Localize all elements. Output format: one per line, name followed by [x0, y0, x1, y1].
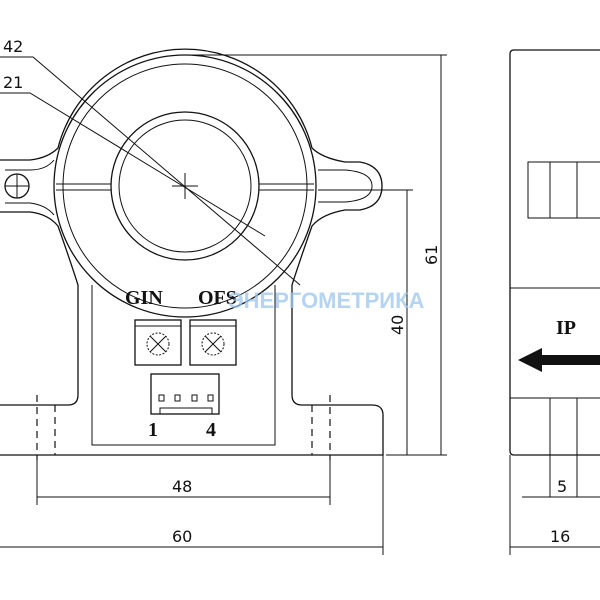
dim-42-label: 42	[3, 37, 23, 56]
current-arrow-icon	[518, 348, 600, 372]
dim-40-label: 40	[388, 315, 407, 335]
outer-ring-inner	[62, 63, 308, 309]
offset-label: OFS	[198, 287, 237, 309]
outer-ring-outer	[53, 54, 317, 318]
aperture-outer	[110, 111, 260, 261]
pin-1-label: 1	[148, 419, 158, 441]
dim-61-line	[190, 54, 447, 456]
gain-label: GIN	[125, 287, 163, 309]
side-sections	[510, 287, 600, 399]
dim-40-line	[318, 189, 413, 455]
side-terminal-block	[527, 161, 600, 219]
pin-4-label: 4	[206, 419, 216, 441]
dim-5-label: 5	[557, 477, 567, 496]
dim-60-line	[0, 455, 384, 555]
watermark-logo: ЭНЕРГОМЕТРИКА	[228, 288, 425, 313]
dim-60-label: 60	[172, 527, 192, 546]
body-inner-outline	[5, 159, 373, 446]
dim-16-label: 16	[550, 527, 570, 546]
mount-hole-edges	[54, 405, 313, 455]
gain-trimmer	[134, 319, 182, 366]
body-outline	[0, 48, 384, 456]
dim-61-label: 61	[422, 245, 441, 265]
body-left-edge	[0, 211, 79, 406]
connector-4pin	[150, 373, 220, 415]
split-line	[56, 183, 314, 191]
side-outline	[509, 49, 600, 456]
leader-42	[0, 56, 301, 286]
side-view: IP 5 16	[509, 49, 600, 555]
dim-16-line	[509, 455, 600, 555]
leader-21	[0, 92, 266, 237]
dim-48-label: 48	[172, 477, 192, 496]
screw-hole-icon	[4, 173, 30, 199]
side-slot-lines	[549, 398, 578, 497]
front-view: GIN OFS 1 4 42 21 61 40 48 60	[0, 37, 447, 555]
center-cross	[172, 173, 198, 199]
aperture-inner	[118, 119, 252, 253]
dim-48-line	[36, 460, 331, 505]
current-direction-label: IP	[556, 317, 576, 339]
dim-21-label: 21	[3, 73, 23, 92]
offset-trimmer	[189, 319, 237, 366]
